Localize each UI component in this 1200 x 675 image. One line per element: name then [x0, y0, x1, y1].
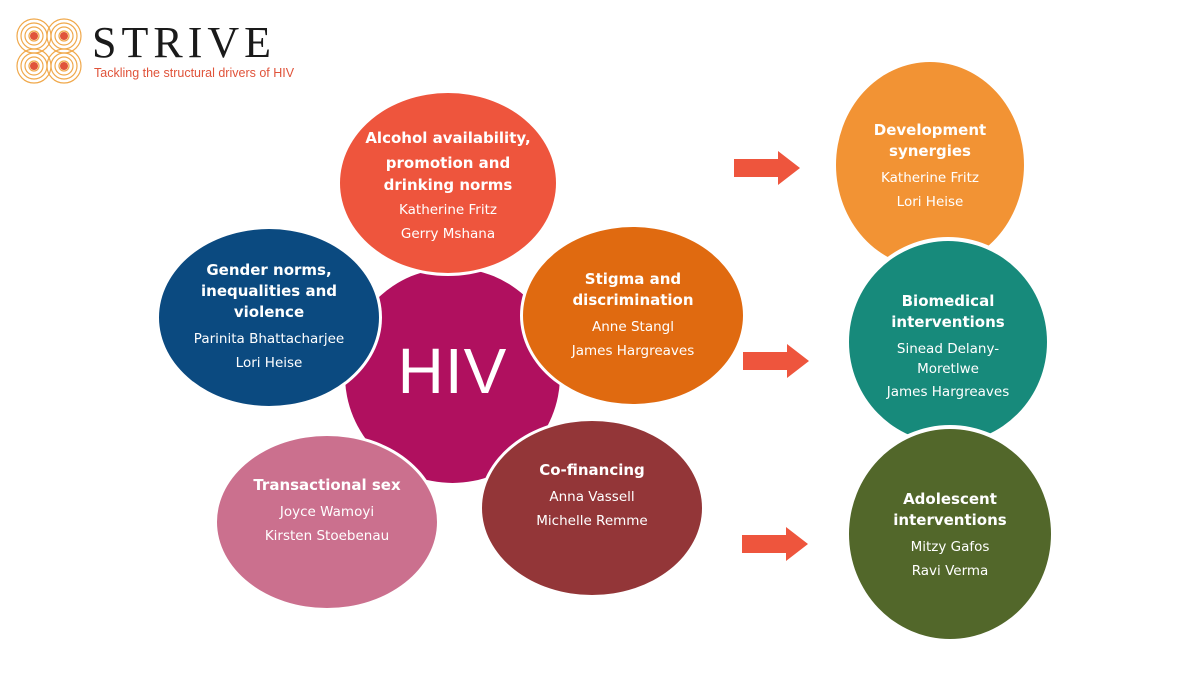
driver-name: Katherine Fritz [399, 201, 497, 218]
driver-stigma: Stigma and discrimination Anne Stangl Ja… [520, 224, 746, 407]
driver-name: Parinita Bhattacharjee [193, 331, 345, 347]
driver-title: Stigma and discrimination [572, 269, 694, 309]
driver-title: Transactional sex [253, 475, 401, 494]
driver-name: Anne Stangl [592, 318, 674, 335]
outcome-adolescent-interventions: Adolescent interventions Mitzy Gafos Rav… [845, 425, 1055, 643]
outcome-name: Moretlwe [917, 361, 979, 377]
driver-name: Michelle Remme [536, 512, 648, 529]
outcome-name: James Hargreaves [886, 384, 1010, 400]
hiv-label: HIV [397, 334, 508, 407]
outcome-name: Katherine Fritz [881, 170, 979, 186]
right-arrow-icon [743, 344, 809, 378]
driver-title: Alcohol availability, promotion and drin… [365, 128, 531, 194]
concentric-circles-logo-icon [16, 18, 82, 84]
right-arrow-icon [742, 527, 808, 561]
driver-name: Kirsten Stoebenau [264, 527, 390, 544]
driver-cofinancing: Co-financing Anna Vassell Michelle Remme [479, 418, 705, 598]
logo-wordmark: STRIVE [92, 18, 276, 67]
outcome-name: Ravi Verma [911, 563, 989, 579]
outcome-name: Sinead Delany- [896, 341, 1000, 357]
strive-logo: STRIVE Tackling the structural drivers o… [16, 18, 294, 88]
driver-name: Anna Vassell [549, 488, 635, 505]
outcome-name: Mitzy Gafos [910, 539, 990, 555]
logo-tagline: Tackling the structural drivers of HIV [94, 66, 295, 80]
outcome-title: Biomedical interventions [891, 292, 1005, 331]
driver-transactional-sex: Transactional sex Joyce Wamoyi Kirsten S… [214, 433, 440, 611]
driver-name: Gerry Mshana [400, 225, 496, 242]
outcome-biomedical-interventions: Biomedical interventions Sinead Delany- … [845, 237, 1051, 447]
outcome-title: Adolescent interventions [893, 490, 1007, 529]
outcome-development-synergies: Development synergies Katherine Fritz Lo… [833, 59, 1027, 271]
driver-title: Gender norms, inequalities and violence [201, 261, 337, 321]
driver-gender: Gender norms, inequalities and violence … [156, 226, 382, 409]
driver-name: Joyce Wamoyi [279, 503, 375, 520]
driver-name: James Hargreaves [571, 342, 695, 359]
driver-alcohol: Alcohol availability, promotion and drin… [337, 90, 559, 276]
outcome-name: Lori Heise [896, 194, 964, 210]
driver-name: Lori Heise [235, 355, 303, 371]
driver-title: Co-financing [539, 460, 645, 479]
outcome-title: Development synergies [873, 121, 987, 160]
right-arrow-icon [734, 151, 800, 185]
